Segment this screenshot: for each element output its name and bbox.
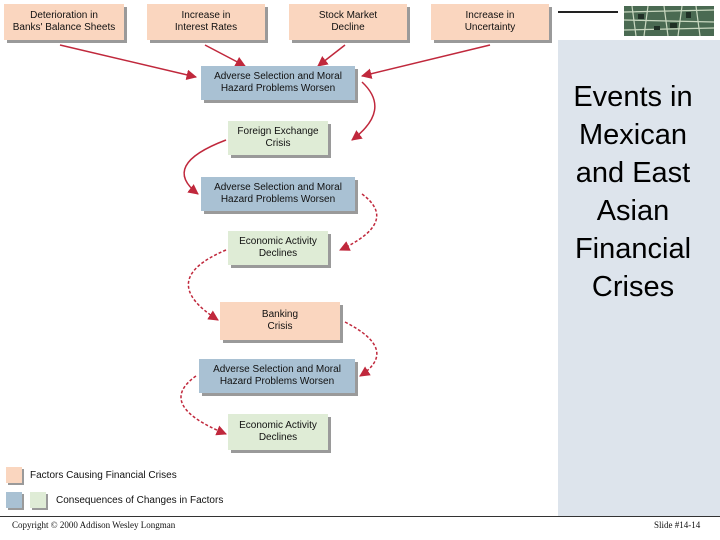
chain-box-economic-activity-1: Economic Activity Declines — [228, 231, 328, 265]
chain-label: Foreign Exchange Crisis — [237, 126, 319, 149]
chain-label: Economic Activity Declines — [239, 420, 317, 443]
slide-number: Slide #14-14 — [654, 520, 701, 530]
legend-consequences-label: Consequences of Changes in Factors — [56, 495, 224, 506]
footer-rule — [0, 516, 720, 517]
header-rule — [558, 11, 618, 13]
chain-box-economic-activity-2: Economic Activity Declines — [228, 414, 328, 450]
factor-box-uncertainty: Increase in Uncertainty — [431, 4, 549, 40]
factor-box-interest-rates: Increase in Interest Rates — [147, 4, 265, 40]
chain-label: Adverse Selection and Moral Hazard Probl… — [213, 364, 341, 387]
legend-swatch-consequences-green — [30, 492, 46, 508]
factor-box-balance-sheets: Deterioration in Banks' Balance Sheets — [4, 4, 124, 40]
factor-label: Increase in Uncertainty — [464, 10, 516, 33]
arrow-balance-sheets-to-adverse — [59, 44, 198, 80]
chain-box-adverse-selection-3: Adverse Selection and Moral Hazard Probl… — [199, 359, 355, 393]
arrow-banking-to-adverse3 — [344, 321, 378, 377]
factor-label: Increase in Interest Rates — [174, 10, 238, 33]
arrow-stock-to-adverse — [317, 44, 346, 67]
factor-label: Stock Market Decline — [318, 10, 378, 33]
chain-box-banking-crisis: Banking Crisis — [220, 302, 340, 340]
arrow-econ1-to-banking — [187, 249, 227, 321]
factor-label: Deterioration in Banks' Balance Sheets — [12, 10, 116, 33]
chain-label: Adverse Selection and Moral Hazard Probl… — [214, 71, 342, 94]
chain-box-adverse-selection-1: Adverse Selection and Moral Hazard Probl… — [201, 66, 355, 100]
chain-label: Adverse Selection and Moral Hazard Probl… — [214, 182, 342, 205]
chain-box-foreign-exchange-crisis: Foreign Exchange Crisis — [228, 121, 328, 155]
side-panel — [558, 40, 720, 516]
legend-swatch-factors — [6, 467, 22, 483]
chain-label: Banking Crisis — [261, 309, 299, 332]
chain-label: Economic Activity Declines — [239, 236, 317, 259]
slide-title: Events in Mexican and East Asian Financi… — [573, 81, 693, 303]
factor-box-stock-market: Stock Market Decline — [289, 4, 407, 40]
arrow-adverse3-to-econ2 — [180, 375, 227, 436]
arrow-fx-to-adverse2 — [183, 139, 227, 195]
diagram-arrows — [59, 44, 491, 436]
chain-box-adverse-selection-2: Adverse Selection and Moral Hazard Probl… — [201, 177, 355, 211]
legend-swatch-consequences-blue — [6, 492, 22, 508]
copyright-text: Copyright © 2000 Addison Wesley Longman — [12, 520, 176, 530]
arrow-adverse1-to-fx — [351, 81, 376, 141]
arrow-uncertainty-to-adverse — [360, 44, 491, 79]
arrow-interest-to-adverse — [204, 44, 246, 67]
circuit-board-photo — [624, 6, 714, 36]
arrow-adverse2-to-econ1 — [339, 193, 378, 251]
legend-factors-label: Factors Causing Financial Crises — [30, 470, 177, 481]
